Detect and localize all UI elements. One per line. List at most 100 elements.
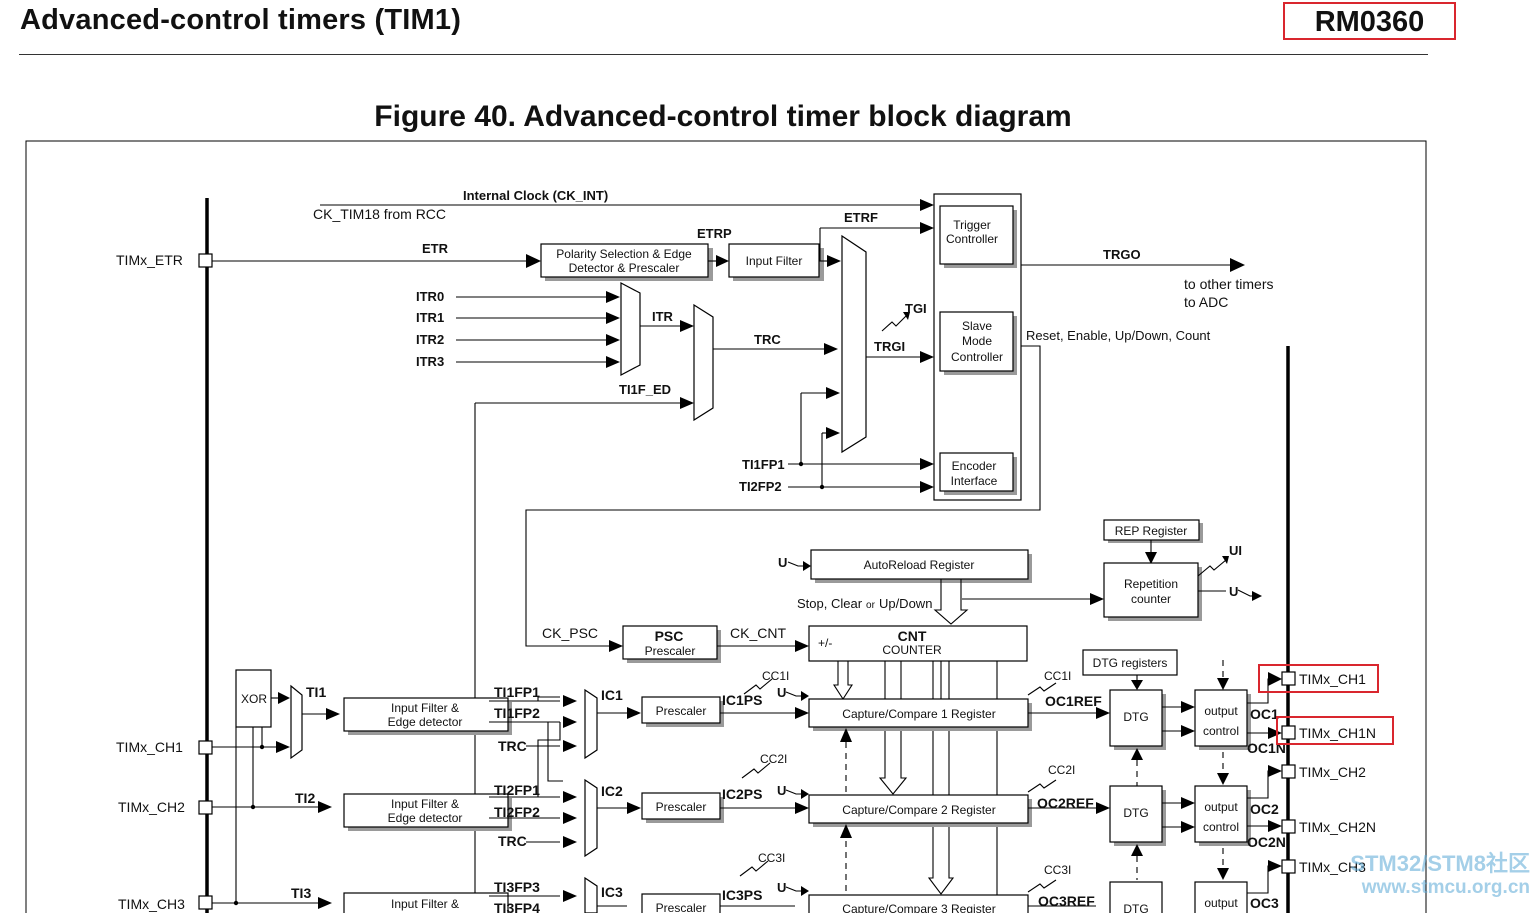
trc-label: TRC xyxy=(754,332,781,347)
itr0-label: ITR0 xyxy=(416,289,444,304)
xor-block xyxy=(235,669,272,728)
encoder-label-1: Encoder xyxy=(952,459,997,473)
document-reference-box: RM0360 xyxy=(1283,2,1456,40)
psc-label: PSC xyxy=(655,628,684,644)
cnt-counter-block xyxy=(808,625,1028,662)
ch1-input-pin[interactable] xyxy=(198,740,213,755)
ch1-input-mux xyxy=(290,684,303,760)
etr-pin-label: TIMx_ETR xyxy=(116,252,183,268)
ic3-label: IC3 xyxy=(601,884,623,900)
diagram-frame xyxy=(25,140,1427,913)
itr-mux xyxy=(620,282,641,376)
ch1-ic-mux xyxy=(584,688,598,760)
ch2n-output-pin[interactable] xyxy=(1281,819,1296,834)
ch2-output-pin[interactable] xyxy=(1281,764,1296,779)
ch1n-output-pin[interactable] xyxy=(1281,725,1296,740)
ch3-cci-out-label: CC3I xyxy=(1044,863,1071,877)
trigger-controller-label-2: Controller xyxy=(946,232,998,246)
ch1n-output-pin-label: TIMx_CH1N xyxy=(1299,725,1376,741)
rep-u-label: U xyxy=(1229,584,1238,599)
etrf-label: ETRF xyxy=(844,210,878,225)
etr-pin[interactable] xyxy=(198,253,213,268)
repetition-counter-label-2: counter xyxy=(1131,592,1171,606)
trgi-label: TRGI xyxy=(874,339,905,354)
ic1-label: IC1 xyxy=(601,687,623,703)
watermark-line-2: www.stmcu.org.cn xyxy=(1361,877,1530,898)
itr-label: ITR xyxy=(652,309,674,324)
repetition-counter-block xyxy=(1103,562,1199,618)
polarity-label-1: Polarity Selection & Edge xyxy=(556,247,692,261)
slave-mode-label-3: Controller xyxy=(951,350,1003,364)
ch1-fp1-label: TI1FP1 xyxy=(494,684,540,700)
oc2-label: OC2 xyxy=(1250,801,1279,817)
cc3-register-label: Capture/Compare 3 Register xyxy=(842,902,995,913)
ch2-edge-filter-label-1: Input Filter & xyxy=(391,797,459,811)
ch3-u-label: U xyxy=(777,880,786,895)
ch3-fp4-label: TI3FP4 xyxy=(494,900,540,913)
trigger-controller-block xyxy=(939,205,1014,265)
ch2-cci-in-label: CC2I xyxy=(760,752,787,766)
ch2-input-pin[interactable] xyxy=(198,800,213,815)
ch1-dtg-label: DTG xyxy=(1123,710,1148,724)
to-adc-label: to ADC xyxy=(1184,294,1228,310)
ch2-u-label: U xyxy=(777,783,786,798)
ti3-label: TI3 xyxy=(291,885,311,901)
rep-register-label: REP Register xyxy=(1115,524,1187,538)
counter-label: COUNTER xyxy=(882,643,942,657)
ch1-trc-label: TRC xyxy=(498,738,527,754)
itr2-label: ITR2 xyxy=(416,332,444,347)
ch1n-output-highlight xyxy=(1276,716,1394,745)
ch1-output-pin[interactable] xyxy=(1281,671,1296,686)
ch3-dtg-block xyxy=(1109,881,1163,913)
etr-arrow xyxy=(526,254,541,268)
ch3-edge-filter-block xyxy=(343,892,509,913)
watermark: STM32/STM8社区 www.stmcu.org.cn xyxy=(1300,852,1530,900)
ch1-input-pin-label: TIMx_CH1 xyxy=(116,739,183,755)
arr-u-label: U xyxy=(778,555,787,570)
ch1-edge-filter-label-1: Input Filter & xyxy=(391,701,459,715)
ch2-edge-filter-block xyxy=(343,793,509,828)
tgi-label: TGI xyxy=(905,301,927,316)
ch3-input-pin[interactable] xyxy=(198,895,213,910)
ck-cnt-label: CK_CNT xyxy=(730,625,786,641)
autoreload-register-block xyxy=(810,549,1029,580)
cnt-label: CNT xyxy=(898,628,927,644)
etrp-label: ETRP xyxy=(697,226,732,241)
ch1-dtg-block xyxy=(1109,689,1163,747)
ic3ps-label: IC3PS xyxy=(722,887,762,903)
ch2-output-control-block xyxy=(1194,785,1248,843)
ch2-dtg-label: DTG xyxy=(1123,806,1148,820)
ch3-output-control-block xyxy=(1194,881,1248,913)
ch2-input-pin-label: TIMx_CH2 xyxy=(118,799,185,815)
ch2-prescaler-label: Prescaler xyxy=(656,800,707,814)
ck-int-label: Internal Clock (CK_INT) xyxy=(463,188,608,203)
ti1f-ed-label: TI1F_ED xyxy=(619,382,671,397)
figure-title: Figure 40. Advanced-control timer block … xyxy=(374,100,1072,133)
ch3-dtg-label: DTG xyxy=(1123,902,1148,913)
ch3-prescaler-label: Prescaler xyxy=(656,901,707,913)
ch2-dtg-block xyxy=(1109,785,1163,843)
ch3-output-pin[interactable] xyxy=(1281,859,1296,874)
ch2-trc-label: TRC xyxy=(498,833,527,849)
ch3-input-pin-label: TIMx_CH3 xyxy=(118,896,185,912)
ch1-cci-in-label: CC1I xyxy=(762,669,789,683)
polarity-label-2: Detector & Prescaler xyxy=(569,261,680,275)
ch2-fp1-label: TI2FP1 xyxy=(494,782,540,798)
etr-label: ETR xyxy=(422,241,449,256)
cc2-register-block xyxy=(808,794,1029,824)
oc3ref-label: OC3REF xyxy=(1038,893,1095,909)
oc2ref-label: OC2REF xyxy=(1037,795,1094,811)
ch3-cci-in-label: CC3I xyxy=(758,851,785,865)
ch2-output-control-label-2: control xyxy=(1203,820,1239,834)
cc1-register-label: Capture/Compare 1 Register xyxy=(842,707,995,721)
ch2-edge-filter-label-2: Edge detector xyxy=(388,811,463,825)
ti1fp1-label: TI1FP1 xyxy=(742,457,785,472)
ch3-ic-mux xyxy=(584,876,598,913)
psc-prescaler-block xyxy=(622,625,718,660)
dtg-registers-block xyxy=(1082,649,1178,676)
oc1n-label: OC1N xyxy=(1247,740,1286,756)
ic2-label: IC2 xyxy=(601,783,623,799)
ck-tim18-label: CK_TIM18 from RCC xyxy=(313,206,446,222)
encoder-interface-block xyxy=(939,452,1014,492)
